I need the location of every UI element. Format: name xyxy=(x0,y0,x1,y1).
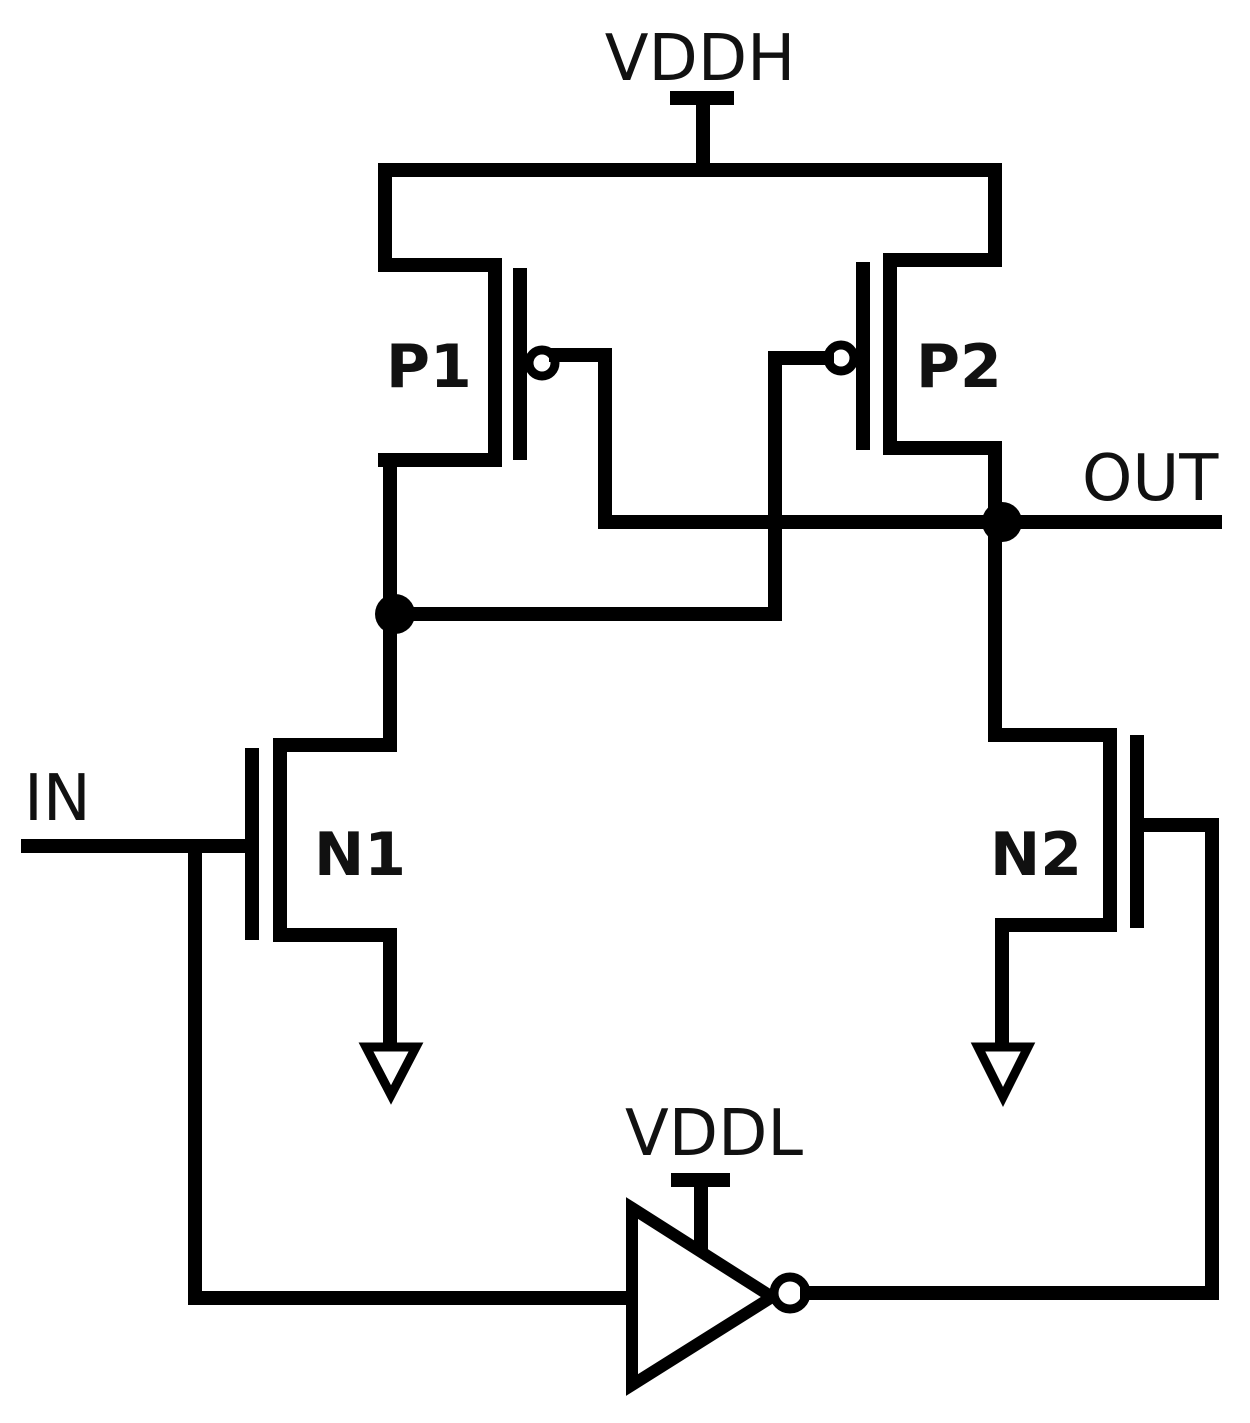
p1-channel-wire xyxy=(378,258,502,467)
left-node-junction-dot xyxy=(375,594,415,634)
n1-channel-wire xyxy=(273,738,397,1049)
p2-gate-to-node-wire xyxy=(388,351,834,621)
n1-ground-icon xyxy=(358,1042,424,1105)
p1-gate-bubble xyxy=(524,345,560,381)
inverter-to-n2-gate-wire xyxy=(800,818,1219,1300)
p2-label: P2 xyxy=(916,332,1002,402)
n2-channel-wire xyxy=(988,728,1117,1049)
out-label: OUT xyxy=(1082,442,1219,516)
n2-label: N2 xyxy=(990,820,1082,890)
p1-label: P1 xyxy=(386,332,472,402)
p2-channel-wire xyxy=(883,253,1002,455)
inverter-triangle-icon xyxy=(626,1197,784,1396)
vddl-label: VDDL xyxy=(625,1097,803,1171)
vddh-label: VDDH xyxy=(605,22,795,96)
in-label: IN xyxy=(24,762,91,836)
n1-label: N1 xyxy=(314,820,406,890)
p1-gate-to-out-wire xyxy=(549,348,1002,529)
vddh-rail-wire xyxy=(378,163,1002,272)
in-to-buffer-wire xyxy=(188,839,627,1305)
out-junction-dot xyxy=(982,502,1022,542)
n2-ground-icon xyxy=(970,1042,1036,1108)
